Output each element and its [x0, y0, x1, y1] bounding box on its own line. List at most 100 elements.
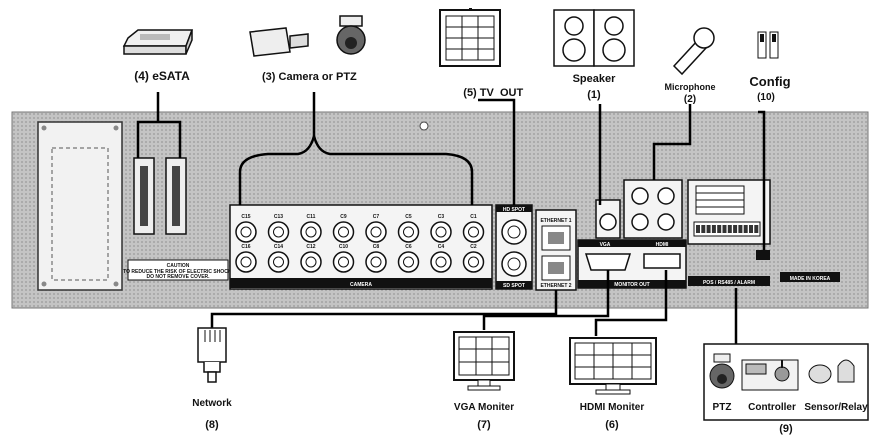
esata-label: (4) eSATA — [134, 69, 190, 83]
terminal-pin — [733, 225, 738, 233]
microphone-number: (2) — [684, 94, 696, 105]
speaker-icon — [553, 9, 635, 67]
network-label: Network — [192, 398, 232, 409]
camera-bnc-port-inner — [273, 226, 284, 238]
camera-bnc-port — [365, 221, 387, 243]
monitor-out-block: VGA HDMI MONITOR OUT — [577, 239, 687, 289]
camera-bnc-port-inner — [370, 226, 382, 238]
camera-bnc-port-inner — [370, 256, 382, 268]
camera-bnc-port — [300, 251, 322, 273]
camera-port-label: C4 — [438, 244, 445, 250]
esata-ports — [133, 157, 187, 235]
network-number: (8) — [205, 419, 219, 431]
camera-port-label: C12 — [306, 244, 315, 250]
network-plug-icon — [197, 327, 227, 383]
terminal-pin — [743, 225, 748, 233]
camera-port-label: C1 — [470, 214, 477, 220]
peripherals-box: PTZ Controller Sensor/Relay — [703, 343, 869, 421]
camera-port-label: C10 — [339, 244, 348, 250]
camera-bnc-port-inner — [240, 256, 252, 268]
caution-line-2: DO NOT REMOVE COVER. — [146, 274, 210, 280]
terminal-pin — [701, 225, 706, 233]
ethernet-1-label: ETHERNET 1 — [540, 218, 571, 224]
hd-spot-label: HD SPOT — [503, 207, 525, 213]
camera-bnc-port — [267, 221, 290, 243]
camera-bnc-port — [430, 251, 452, 273]
pos-alarm-block: POS / RS485 / ALARM — [687, 179, 771, 286]
caution-title: CAUTION — [167, 263, 190, 269]
config-switch-icon — [757, 31, 779, 59]
ethernet-block: ETHERNET 1 ETHERNET 2 — [535, 209, 577, 291]
camera-bnc-port-inner — [468, 226, 479, 238]
terminal-pin — [754, 225, 759, 233]
camera-port-label: C9 — [340, 214, 347, 220]
config-number: (10) — [757, 92, 775, 103]
rear-panel: CAUTION TO REDUCE THE RISK OF ELECTRIC S… — [11, 111, 869, 309]
esata-drive-icon — [122, 29, 194, 55]
terminal-pin — [706, 225, 711, 233]
tv-monitor-icon — [439, 8, 501, 67]
made-in-label: MADE IN KOREA — [790, 276, 831, 282]
camera-bnc-port — [235, 251, 257, 273]
hdmi-monitor-label: HDMI Moniter — [580, 402, 645, 413]
controller-label: Controller — [748, 402, 796, 413]
camera-bnc-port — [397, 221, 420, 243]
sd-spot-label: SD SPOT — [503, 283, 525, 289]
camera-bnc-port-inner — [468, 256, 479, 268]
camera-bnc-port — [267, 251, 290, 273]
camera-port-label: C7 — [373, 214, 380, 220]
peripherals-number: (9) — [779, 423, 793, 435]
terminal-pin — [738, 225, 743, 233]
camera-bnc-port — [300, 221, 322, 243]
hdmi-label: HDMI — [656, 242, 669, 248]
camera-icon — [249, 27, 309, 57]
camera-port-label: C14 — [274, 244, 283, 250]
camera-port-label: C2 — [470, 244, 477, 250]
tv-out-label: (5) TV OUT — [448, 87, 532, 99]
terminal-pin — [696, 225, 700, 233]
camera-port-label: C5 — [405, 214, 412, 220]
sensor-icon — [808, 364, 832, 384]
camera-port-label: C3 — [438, 214, 445, 220]
camera-bnc-port-inner — [403, 226, 414, 238]
camera-bnc-port — [235, 221, 257, 243]
camera-bnc-port-inner — [338, 256, 349, 268]
camera-bnc-port — [430, 221, 452, 243]
camera-bnc-port — [462, 251, 485, 273]
ptz-label: PTZ — [713, 402, 732, 413]
relay-icon — [837, 359, 855, 383]
speaker-label: Speaker — [573, 73, 617, 85]
audio-block — [595, 179, 683, 239]
camera-bnc-port-inner — [305, 226, 317, 238]
camera-bnc-port-inner — [305, 256, 317, 268]
camera-label-text: (3) Camera or PTZ — [262, 71, 357, 83]
camera-bnc-port-inner — [435, 226, 447, 238]
caution-line-1: TO REDUCE THE RISK OF ELECTRIC SHOCK, — [123, 269, 233, 275]
camera-port-label: C15 — [241, 214, 250, 220]
ptz-camera-icon — [709, 353, 735, 389]
camera-label: CAMERA — [350, 282, 372, 288]
made-in-label-box — [780, 272, 840, 282]
sensor-relay-label: Sensor/Relay — [804, 402, 868, 413]
terminal-pin — [711, 225, 716, 233]
camera-port-label: C6 — [405, 244, 412, 250]
speaker-number: (1) — [587, 89, 601, 101]
hdmi-monitor-number: (6) — [605, 419, 619, 431]
microphone-label: Microphone — [665, 82, 716, 92]
connection-lines — [136, 92, 766, 344]
vga-monitor-label: VGA Moniter — [454, 402, 514, 413]
camera-port-label: C8 — [373, 244, 380, 250]
camera-bnc-port-inner — [403, 256, 414, 268]
camera-port-label: C16 — [241, 244, 250, 250]
camera-port-label: C13 — [274, 214, 283, 220]
camera-bnc-port-inner — [435, 256, 447, 268]
controller-icon — [741, 359, 799, 391]
camera-bnc-port — [365, 251, 387, 273]
caution-label: CAUTION TO REDUCE THE RISK OF ELECTRIC S… — [123, 259, 233, 281]
terminal-pin — [749, 225, 753, 233]
camera-bnc-port-inner — [240, 226, 252, 238]
camera-port-label: C11 — [307, 214, 316, 220]
camera-bnc-port — [397, 251, 420, 273]
